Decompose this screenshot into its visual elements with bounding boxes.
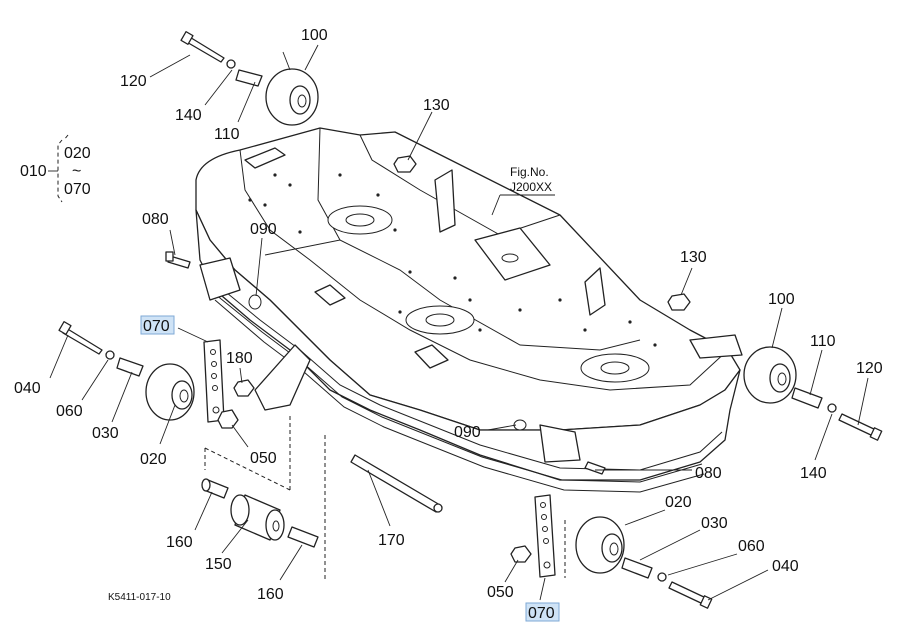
part-callout[interactable]: 130 — [680, 249, 707, 266]
front-right-gauge-wheel — [510, 419, 713, 609]
front-left-gauge-wheel — [58, 251, 311, 429]
part-callout[interactable]: 040 — [772, 558, 799, 575]
part-callout[interactable]: 170 — [378, 532, 405, 549]
part-callout[interactable]: 160 — [166, 534, 193, 551]
part-callout[interactable]: 160 — [257, 586, 284, 603]
group-main-label: 010 — [20, 163, 47, 180]
part-callout[interactable]: 090 — [454, 424, 481, 441]
part-callout[interactable]: 100 — [768, 291, 795, 308]
part-callout[interactable]: 090 — [250, 221, 277, 238]
nut-130-right — [667, 293, 691, 311]
axle-rod — [324, 435, 443, 580]
part-callout[interactable]: 120 — [856, 360, 883, 377]
part-callout[interactable]: 100 — [301, 27, 328, 44]
part-callout[interactable]: 070 — [528, 605, 555, 622]
group-top-label: 020 — [64, 145, 91, 162]
rear-left-wheel-assembly — [180, 31, 319, 126]
fig-no-value: J200XX — [510, 180, 552, 194]
group-bracket: 010 020 ~ 070 — [20, 134, 91, 203]
mower-deck — [195, 127, 743, 493]
part-callout[interactable]: 020 — [140, 451, 167, 468]
part-callout[interactable]: 180 — [226, 350, 253, 367]
callout-highlight — [525, 602, 560, 622]
part-callout[interactable]: 060 — [56, 403, 83, 420]
part-callout[interactable]: 140 — [175, 107, 202, 124]
part-callout[interactable]: 110 — [810, 333, 836, 350]
part-callout[interactable]: 060 — [738, 538, 765, 555]
leader-lines — [49, 44, 869, 601]
part-callout[interactable]: 030 — [92, 425, 119, 442]
part-callout[interactable]: 050 — [487, 584, 514, 601]
part-callout[interactable]: 080 — [142, 211, 169, 228]
callout-highlight — [140, 315, 175, 335]
part-callout[interactable]: 080 — [695, 465, 722, 482]
part-callout[interactable]: 120 — [120, 73, 147, 90]
part-callout[interactable]: 030 — [701, 515, 728, 532]
part-callout[interactable]: 070 — [143, 318, 170, 335]
drawing-code: K5411-017-10 — [108, 592, 171, 603]
part-callout[interactable]: 040 — [14, 380, 41, 397]
part-callouts: 100 120 140 110 130 080 090 070 040 060 … — [14, 27, 883, 622]
anti-scalp-roller — [201, 415, 319, 548]
part-callout[interactable]: 110 — [214, 126, 240, 143]
part-callout[interactable]: 130 — [423, 97, 450, 114]
part-callout[interactable]: 150 — [205, 556, 232, 573]
part-callout[interactable]: 020 — [665, 494, 692, 511]
rear-right-wheel-assembly — [743, 346, 883, 441]
part-callout[interactable]: 050 — [250, 450, 277, 467]
part-callout[interactable]: 140 — [800, 465, 827, 482]
fig-no-label: Fig.No. — [510, 165, 549, 179]
group-bottom-label: 070 — [64, 181, 91, 198]
group-tilde: ~ — [72, 163, 81, 180]
